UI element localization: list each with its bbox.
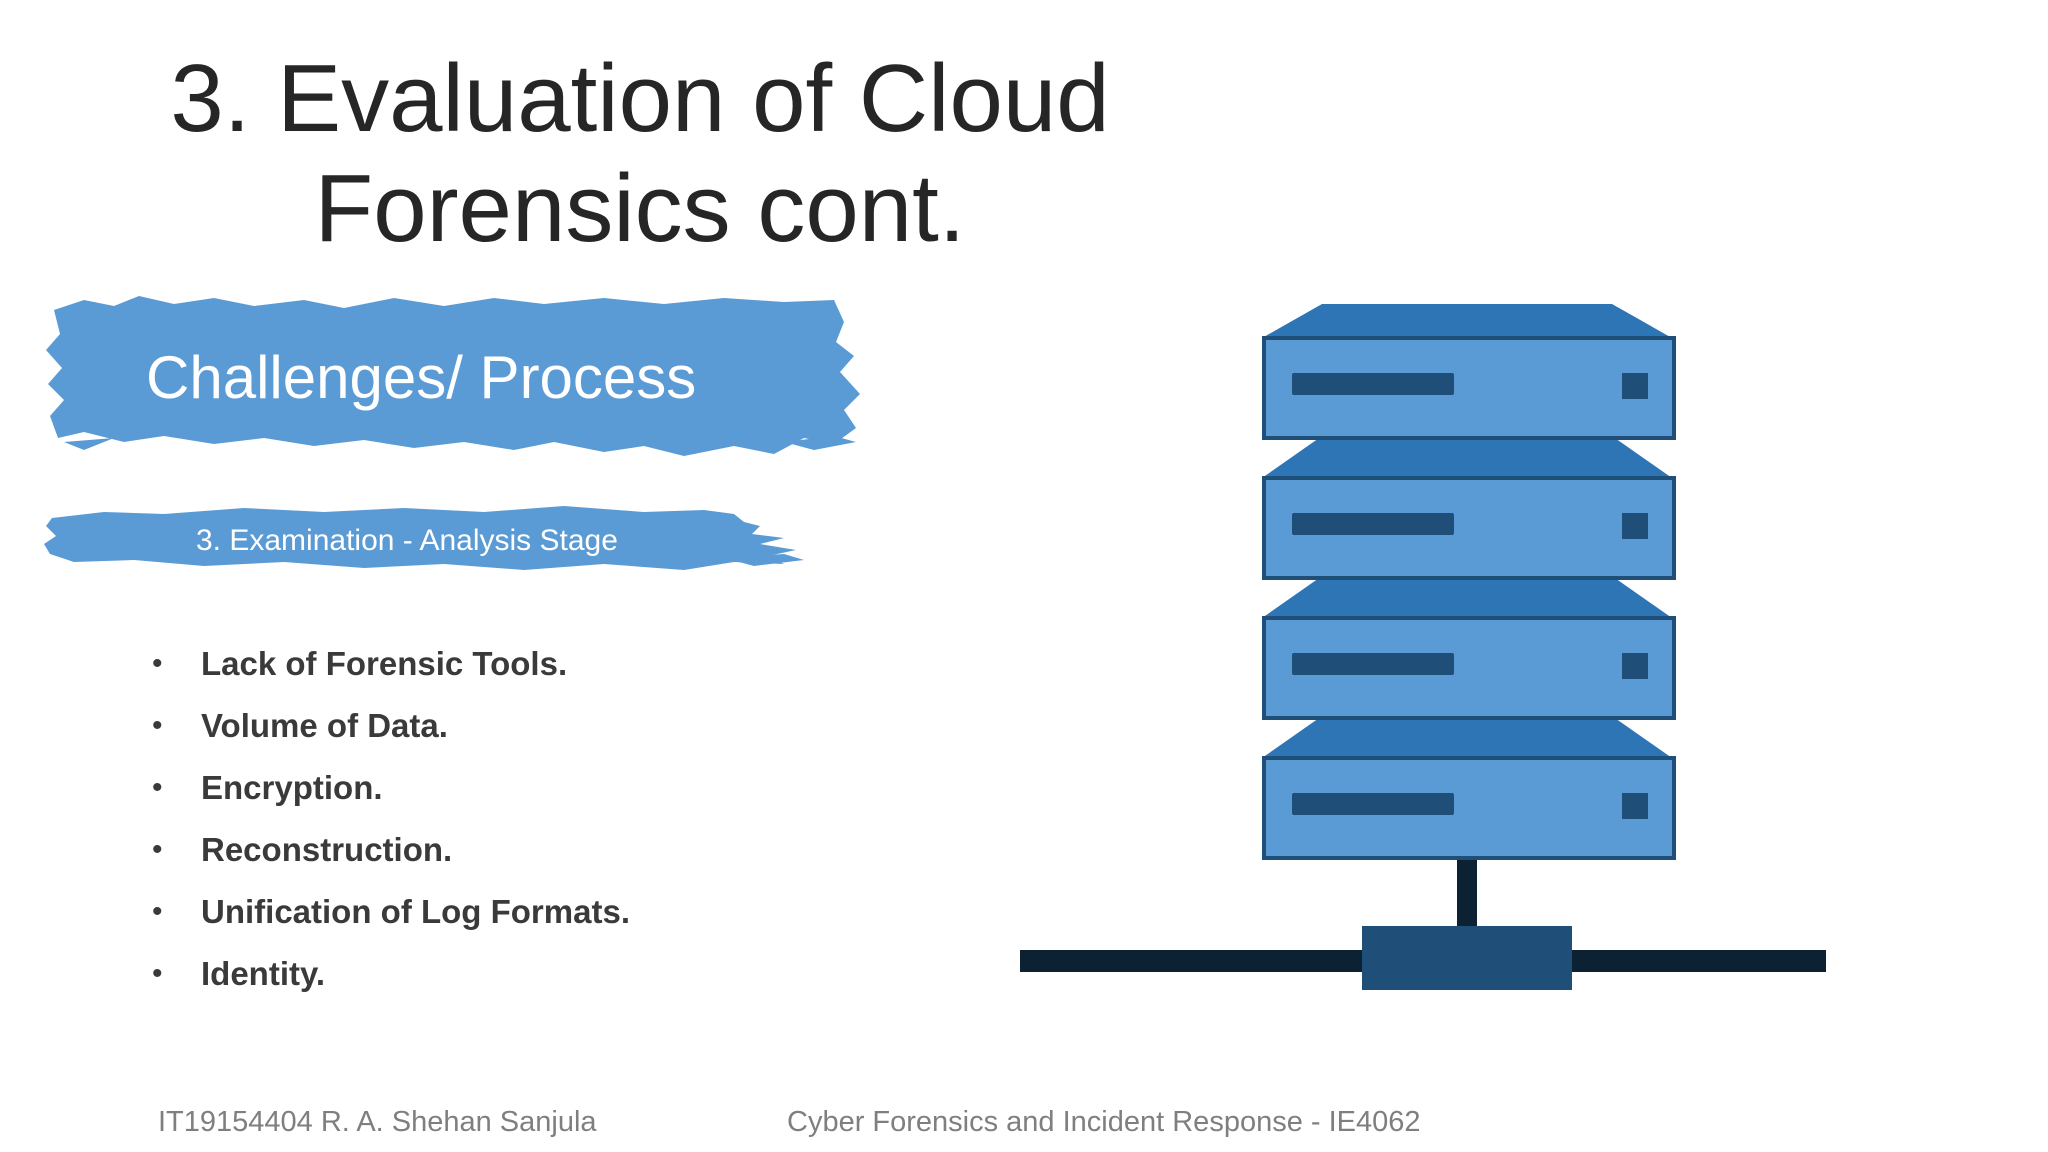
server-unit — [1262, 436, 1676, 580]
list-item-text: Lack of Forensic Tools. — [201, 645, 568, 682]
bullet-icon: • — [152, 957, 163, 990]
server-rack-icon — [1020, 304, 1826, 990]
list-item-text: Volume of Data. — [201, 707, 448, 744]
stage-label: 3. Examination - Analysis Stage — [196, 524, 618, 557]
slide-title: 3. Evaluation of Cloud Forensics cont. — [60, 44, 1220, 264]
bullet-icon: • — [152, 895, 163, 928]
slide-title-line-2: Forensics cont. — [314, 155, 966, 262]
list-item-text: Reconstruction. — [201, 831, 453, 868]
server-unit — [1262, 576, 1676, 720]
bullet-icon: • — [152, 771, 163, 804]
section-label: Challenges/ Process — [146, 344, 697, 411]
footer-course: Cyber Forensics and Incident Response - … — [787, 1106, 1421, 1138]
server-unit — [1262, 716, 1676, 860]
list-item-text: Identity. — [201, 955, 326, 992]
server-unit — [1262, 304, 1676, 440]
footer-author: IT19154404 R. A. Shehan Sanjula — [158, 1106, 597, 1138]
brush-banner-stage — [44, 506, 804, 570]
bullet-icon: • — [152, 647, 163, 680]
brush-banner-main — [46, 296, 860, 456]
bullet-icon: • — [152, 833, 163, 866]
list-item-text: Unification of Log Formats. — [201, 893, 630, 930]
slide-title-line-1: 3. Evaluation of Cloud — [170, 45, 1110, 152]
list-item-text: Encryption. — [201, 769, 383, 806]
network-connector — [1020, 858, 1826, 990]
bullet-icon: • — [152, 709, 163, 742]
